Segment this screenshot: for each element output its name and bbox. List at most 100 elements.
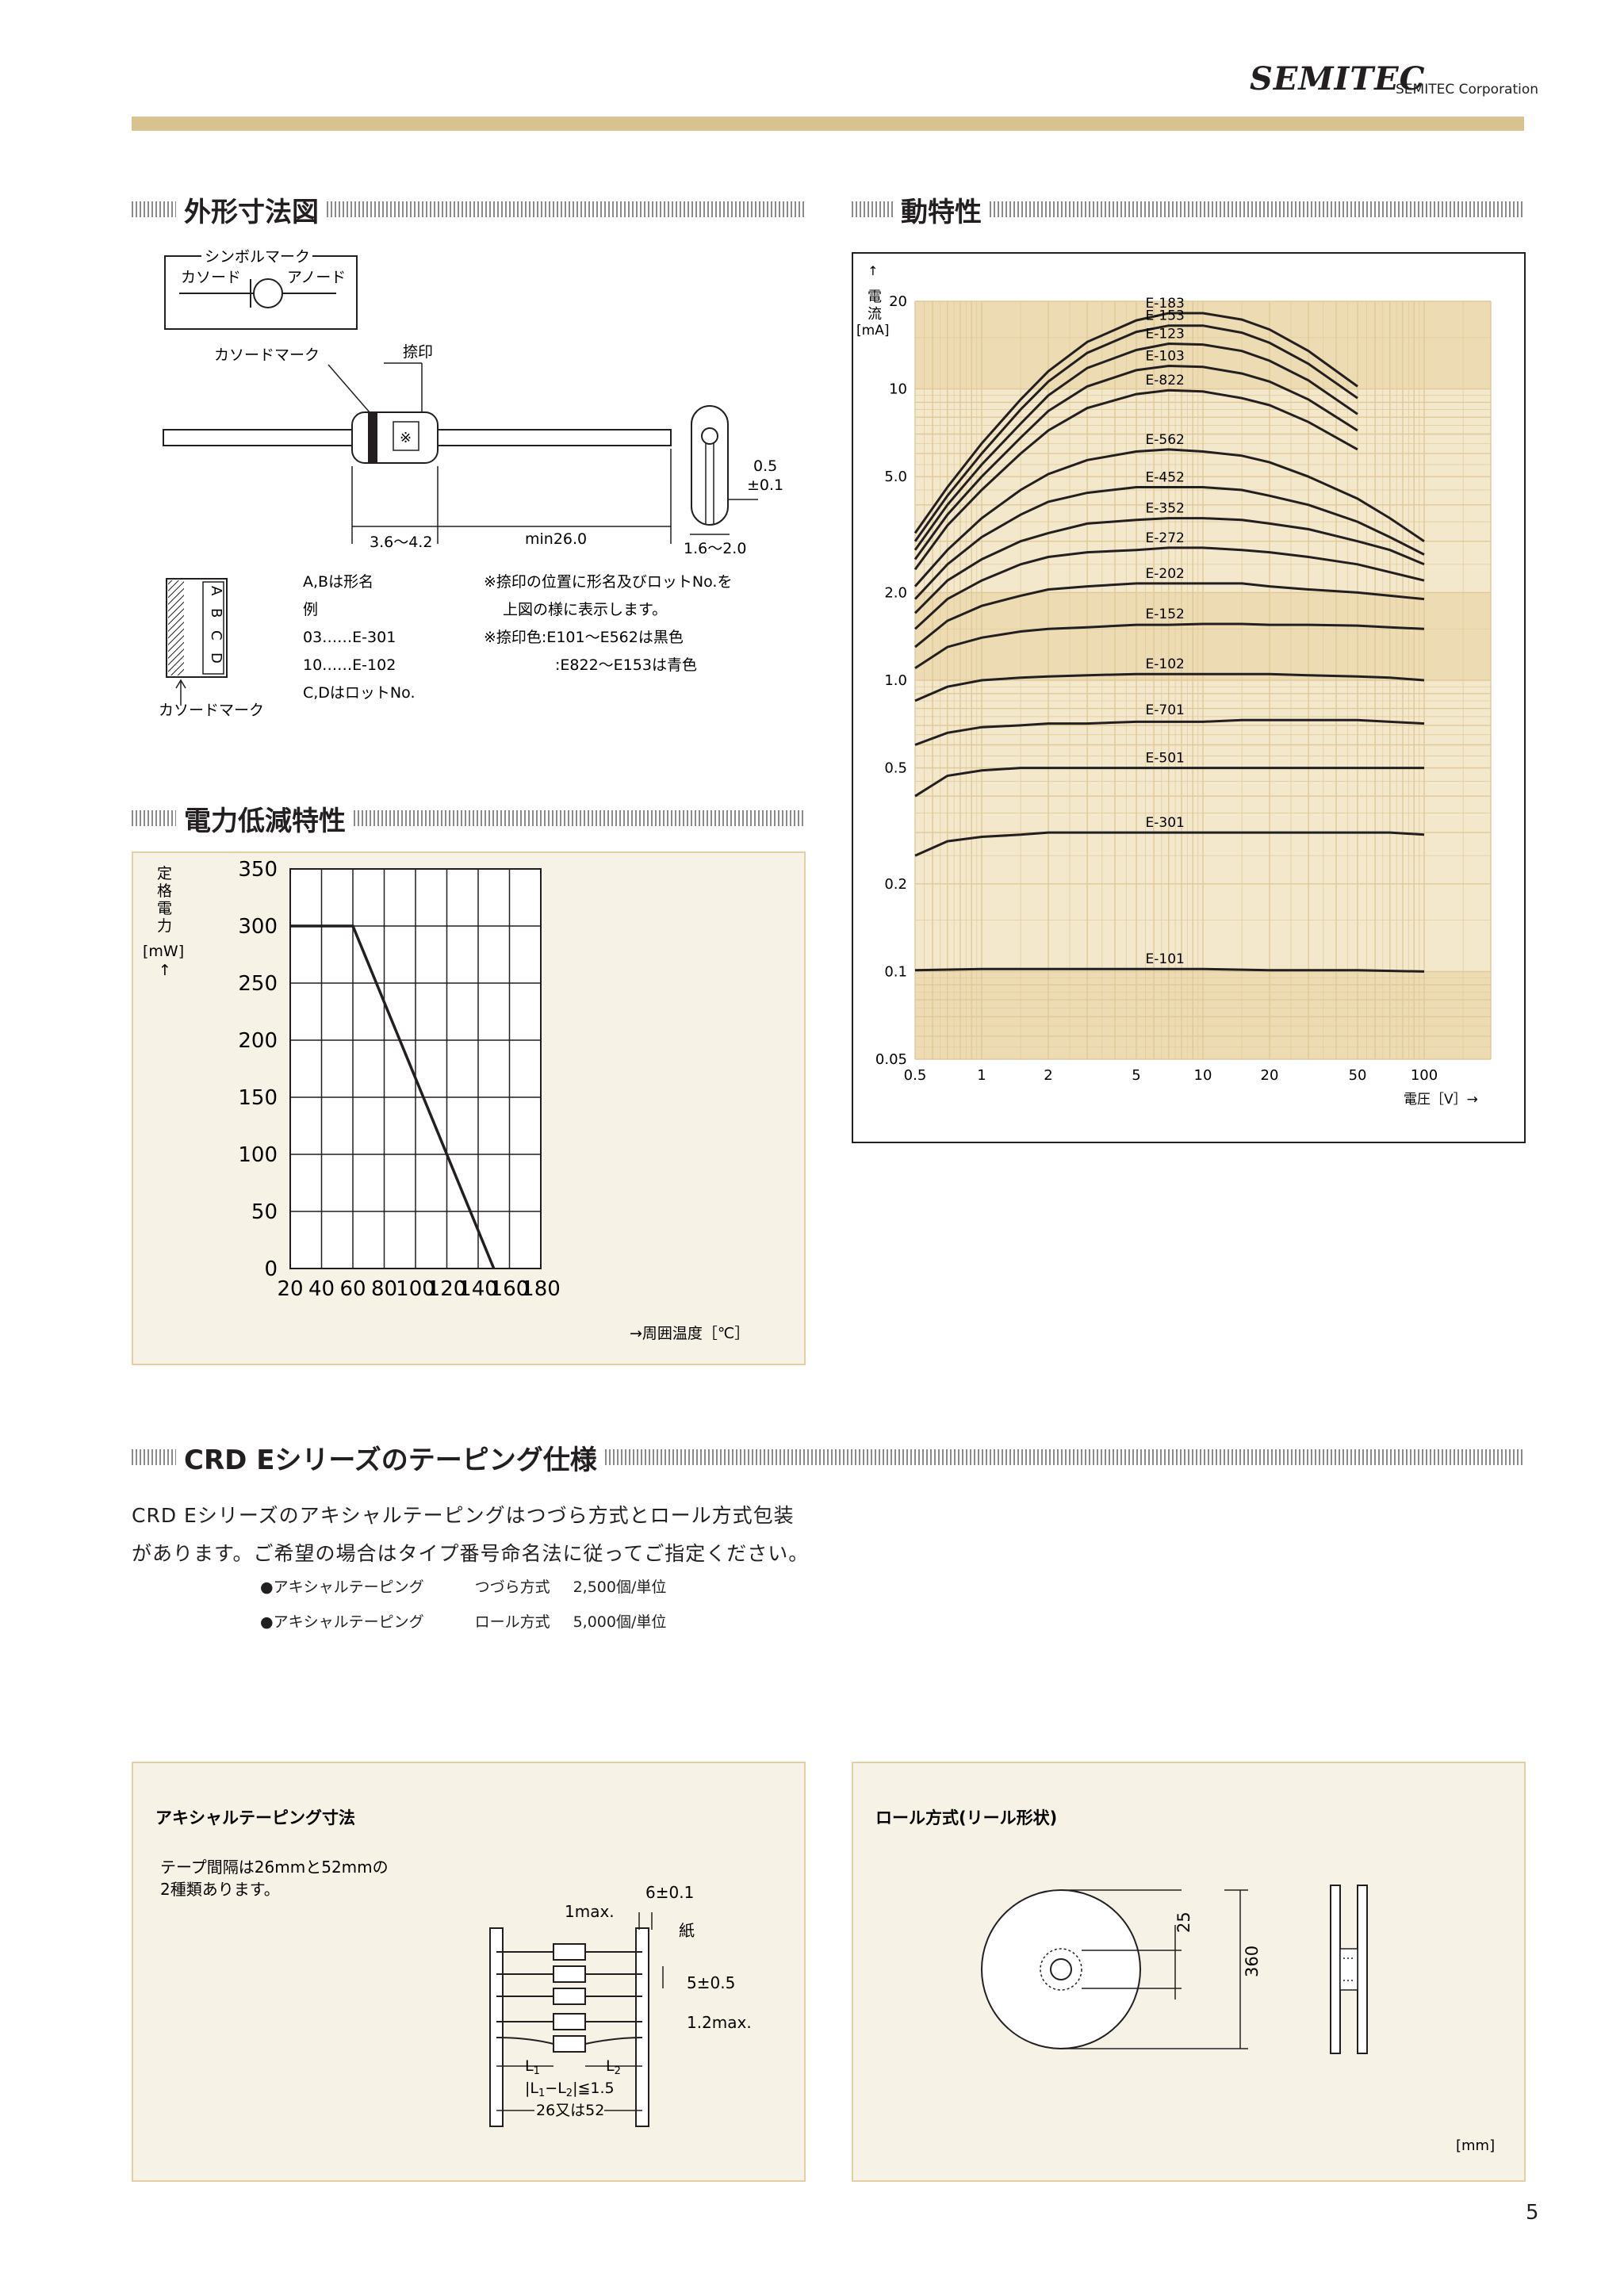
dim-360: 360 <box>1243 1946 1262 1977</box>
dynamic-series-label: E-123 <box>1146 327 1185 342</box>
symbol-mark-label: シンボルマーク <box>205 248 310 266</box>
roll-drawing: ロール方式(リール形状) 25 360 [mm] <box>875 1808 1495 2154</box>
derating-xtick: 20 <box>277 1277 303 1301</box>
dynamic-ytick: 0.5 <box>884 760 907 777</box>
section-title-dimensions: 外形寸法図 <box>132 193 804 228</box>
end-view-body <box>691 405 729 526</box>
bullet-icon: ● <box>260 1578 274 1596</box>
dynamic-xtick: 100 <box>1411 1067 1438 1084</box>
dimension-drawing: シンボルマーク カソード アノード カソードマーク 捺印 ※ 3.6〜4.2 m… <box>159 246 783 719</box>
dynamic-series-label: E-562 <box>1146 432 1185 448</box>
derating-yunit: [mW] <box>143 943 184 960</box>
derating-xtick: 120 <box>427 1277 467 1301</box>
reel-core <box>1339 1948 1358 1991</box>
up-arrow-icon <box>175 679 186 689</box>
band-cathode-mark: カソードマーク <box>159 702 264 719</box>
dynamic-series-line <box>914 582 1425 649</box>
section-title-text: 動特性 <box>901 196 982 228</box>
dynamic-series-line <box>914 546 1425 630</box>
dynamic-series-line <box>914 388 1358 571</box>
dim-1max: 1max. <box>565 1902 615 1921</box>
note-left: C,DはロットNo. <box>303 684 415 702</box>
symbol-mark-label-bg <box>201 246 312 266</box>
band-letter: A <box>208 586 224 596</box>
dim-6: 6±0.1 <box>645 1883 694 1902</box>
dynamic-series-line <box>914 831 1425 857</box>
dynamic-xtick: 5 <box>1132 1067 1140 1084</box>
taping-intro: CRD Eシリーズのアキシャルテーピングはつづら方式とロール方式包装 があります… <box>132 1497 809 1573</box>
taped-components <box>496 1943 643 2053</box>
dim-12max: 1.2max. <box>687 2013 752 2032</box>
dynamic-ytick: 0.2 <box>884 876 907 893</box>
derating-ytick: 100 <box>238 1143 278 1167</box>
page-number: 5 <box>1526 2201 1539 2225</box>
derating-ytick: 150 <box>238 1086 278 1110</box>
title-hatch <box>327 201 804 217</box>
reel-hole <box>1050 1958 1072 1980</box>
note-right: :E822〜E153は青色 <box>555 656 697 674</box>
dynamic-series-label: E-101 <box>1146 951 1185 967</box>
dynamic-series-label: E-102 <box>1146 656 1185 672</box>
title-hatch <box>132 810 176 826</box>
marking-label: 捺印 <box>403 343 433 361</box>
derating-ytick: 0 <box>264 1257 278 1281</box>
l1-label: L1 <box>525 2057 540 2077</box>
dynamic-ytick: 20 <box>889 293 907 310</box>
title-hatch <box>990 201 1524 217</box>
dynamic-series-line <box>914 324 1358 542</box>
reel-hub <box>1040 1948 1082 1991</box>
dynamic-ytick: 0.1 <box>884 963 907 980</box>
dynamic-series-line <box>914 312 1358 534</box>
derating-ytick: 200 <box>238 1029 278 1053</box>
derating-xtick: 140 <box>458 1277 498 1301</box>
dynamic-series-label: E-452 <box>1146 470 1185 486</box>
dynamic-series-label: E-183 <box>1146 296 1185 312</box>
derating-ytick: 250 <box>238 972 278 996</box>
note-right: 上図の様に表示します。 <box>503 601 667 618</box>
anode-label: アノード <box>287 269 346 286</box>
cathode-mark-leader <box>327 364 370 413</box>
dynamic-ytick: 2.0 <box>884 584 907 601</box>
dynamic-xtick: 50 <box>1349 1067 1367 1084</box>
body-length: 3.6〜4.2 <box>370 534 432 551</box>
section-title-dynamic: 動特性 <box>852 193 1524 228</box>
dynamic-series-line <box>914 672 1425 702</box>
taping-item-qty: 2,500個/単位 <box>573 1578 667 1596</box>
derating-ylabel: 格 <box>157 882 172 900</box>
dynamic-xtick: 1 <box>977 1067 986 1084</box>
axial-note: 2種類あります。 <box>160 1880 280 1899</box>
derating-series-line <box>290 924 496 1269</box>
pitch-label: 5±0.5 <box>687 1973 735 1992</box>
span-label-bg <box>534 2101 604 2118</box>
reel-flange <box>1330 1885 1341 2054</box>
end-view-lead <box>701 427 718 445</box>
reel-flange <box>1357 1885 1368 2054</box>
dynamic-series-label: E-103 <box>1146 349 1185 365</box>
diff-label: |L1−L2|≦1.5 <box>525 2080 615 2099</box>
dynamic-series-label: E-352 <box>1146 501 1185 517</box>
taping-item: ● アキシャルテーピング ロール方式 5,000個/単位 <box>260 1605 666 1640</box>
dynamic-xlabel: 電圧［V］→ <box>1404 1092 1478 1108</box>
taping-intro-line: CRD Eシリーズのアキシャルテーピングはつづら方式とロール方式包装 <box>132 1504 795 1527</box>
dynamic-series-label: E-301 <box>1146 815 1185 831</box>
roll-panel <box>852 1762 1526 2182</box>
section-title-derating: 電力低減特性 <box>132 802 804 837</box>
taping-item-qty: 5,000個/単位 <box>573 1613 667 1631</box>
derating-xtick: 100 <box>396 1277 435 1301</box>
section-title-taping: CRD Eシリーズのテーピング仕様 <box>132 1441 1524 1476</box>
dynamic-xtick: 2 <box>1044 1067 1052 1084</box>
axial-drawing: アキシャルテーピング寸法 テープ間隔は26mmと52mmの 2種類あります。 6… <box>155 1808 752 2127</box>
dynamic-series-line <box>914 448 1425 587</box>
dynamic-ylabel: 電 <box>868 289 882 305</box>
lead-tol: ±0.1 <box>747 476 783 494</box>
note-left: 10……E-102 <box>303 656 396 674</box>
dynamic-xtick: 0.5 <box>904 1067 927 1084</box>
taping-item-type: アキシャルテーピング <box>273 1578 424 1596</box>
lead-dia: 0.5 <box>753 457 777 475</box>
dynamic-xtick: 10 <box>1194 1067 1212 1084</box>
title-hatch <box>354 810 804 826</box>
title-hatch <box>852 201 893 217</box>
dynamic-series-line <box>914 622 1425 670</box>
dim-25: 25 <box>1174 1911 1193 1933</box>
